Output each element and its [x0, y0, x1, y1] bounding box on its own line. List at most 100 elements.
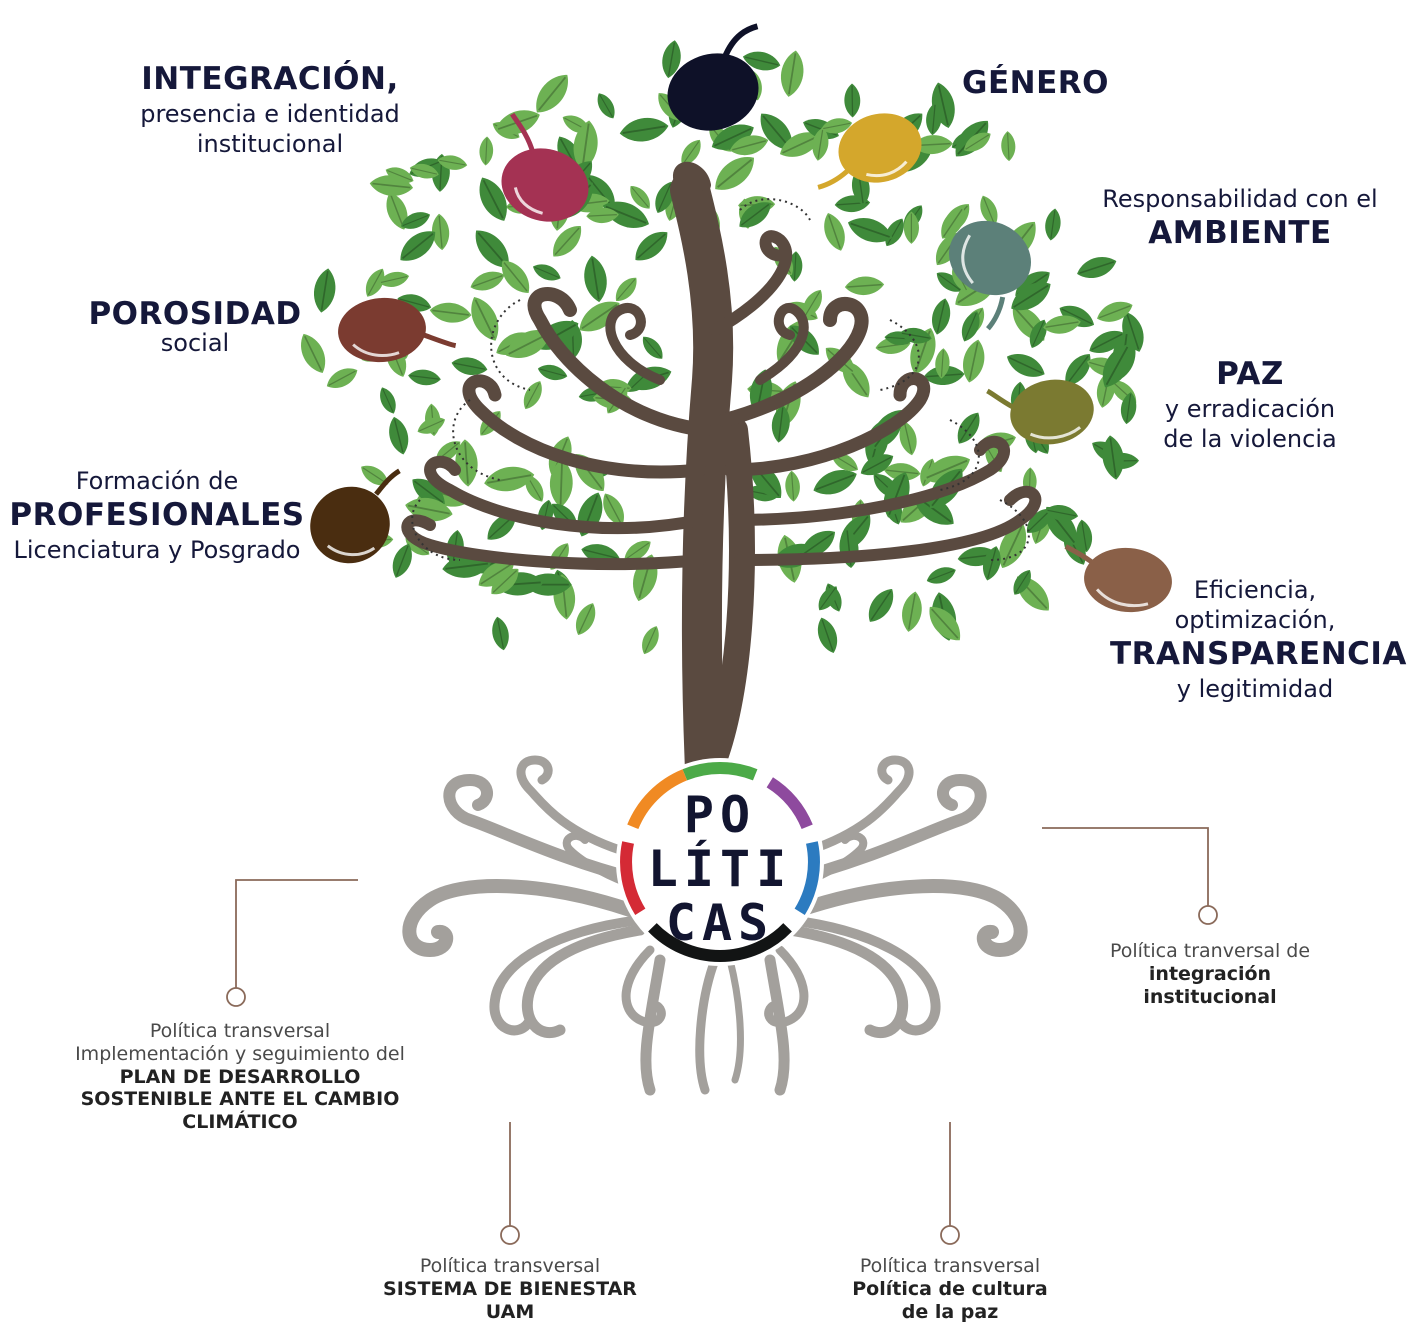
root-integracion-line1: Política tranversal de [1109, 940, 1311, 962]
leaf [999, 130, 1017, 163]
leaf [776, 47, 808, 100]
label-transparencia: Eficiencia, optimización, TRANSPARENCIA … [1110, 575, 1407, 704]
fruit-integracion [501, 112, 589, 222]
ring-segment [648, 923, 792, 962]
leaf [861, 583, 901, 628]
center-line-3: CAS [665, 894, 775, 952]
leaf [812, 614, 843, 657]
ring-segment [620, 841, 646, 915]
root-cultura-bold2: de la paz [901, 1300, 999, 1323]
label-profesionales-title: PROFESIONALES [9, 497, 305, 533]
root-cultura-bold1: Política de cultura [852, 1277, 1048, 1300]
root-cultura-line1: Política transversal [859, 1255, 1041, 1277]
ring-segment [794, 841, 820, 915]
label-transparencia-pre2: optimización, [1174, 606, 1336, 634]
label-ambiente-pre: Responsabilidad con el [1102, 185, 1378, 213]
leaf [322, 362, 362, 395]
ring-segment [627, 769, 688, 830]
root-bienestar-bold1: SISTEMA DE BIENESTAR [383, 1277, 637, 1300]
label-transparencia-title: TRANSPARENCIA [1110, 636, 1407, 672]
root-label-plan: Política transversal Implementación y se… [40, 1020, 440, 1134]
label-paz-line2: de la violencia [1163, 424, 1337, 453]
leaf [518, 377, 548, 414]
leaf [449, 353, 490, 379]
leaf [617, 113, 672, 146]
leaf [478, 135, 495, 167]
label-ambiente-title: AMBIENTE [1148, 215, 1332, 251]
connectors [226, 827, 1218, 1245]
leaf [527, 66, 578, 121]
label-integracion: INTEGRACIÓN, presencia e identidad insti… [120, 60, 420, 159]
label-profesionales-pre: Formación de [75, 467, 239, 495]
label-porosidad-title: POROSIDAD [88, 296, 302, 332]
label-porosidad-line1: social [160, 328, 230, 357]
leaf [529, 259, 564, 286]
fruit-genero [817, 113, 922, 190]
leaf [356, 459, 393, 492]
leaf [1002, 346, 1050, 384]
leaf [1042, 206, 1064, 243]
leaf [488, 614, 513, 653]
leaf [545, 218, 589, 264]
label-paz-title: PAZ [1216, 356, 1284, 392]
label-integracion-line2: institucional [196, 129, 344, 158]
leaf [610, 272, 643, 307]
leaf [384, 413, 413, 458]
center-line-2: LÍTI [647, 840, 793, 898]
label-profesionales: Formación de PROFESIONALES Licenciatura … [2, 466, 312, 565]
leaf [580, 253, 611, 305]
fruit-ambiente [949, 220, 1031, 331]
root-plan-bold1: PLAN DE DESARROLLO [119, 1065, 361, 1088]
fruit-transparencia [1064, 544, 1172, 613]
leaf [958, 336, 990, 386]
label-transparencia-line1: y legitimidad [1176, 674, 1334, 703]
leaf [466, 266, 509, 296]
root-integracion-bold1: integración [1148, 962, 1272, 985]
root-plan-bold3: CLIMÁTICO [182, 1111, 298, 1134]
label-paz: PAZ y erradicación de la violencia [1140, 355, 1360, 454]
tree-trunk [401, 161, 1042, 790]
fruits [310, 23, 1172, 613]
leaf [898, 589, 926, 635]
politicas-center-text: PO LÍTI CAS [620, 788, 820, 950]
leaf [570, 599, 602, 640]
leaf [375, 384, 401, 417]
leaf [783, 469, 802, 503]
label-integracion-title: INTEGRACIÓN, [141, 61, 399, 97]
leaf [706, 147, 763, 200]
label-genero: GÉNERO [962, 64, 1109, 103]
fruit-paz [986, 379, 1094, 445]
leaf [637, 331, 668, 364]
label-paz-line1: y erradicación [1164, 394, 1336, 423]
leaf [636, 622, 664, 658]
leaf [592, 89, 620, 123]
leaf [843, 82, 862, 119]
fruit-porosidad [338, 297, 457, 363]
label-profesionales-line1: Licenciatura y Posgrado [13, 535, 301, 564]
label-transparencia-pre1: Eficiencia, [1193, 576, 1317, 604]
root-label-integracion: Política tranversal de integración insti… [1070, 940, 1350, 1008]
root-label-cultura-paz: Política transversal Política de cultura… [800, 1255, 1100, 1323]
fruit-profesionales [310, 468, 401, 564]
leaf [1073, 251, 1121, 284]
ring-segment [682, 762, 758, 781]
root-integracion-bold2: institucional [1143, 985, 1277, 1008]
leaf [462, 291, 507, 347]
dotted-accents [411, 198, 1030, 561]
leaf [1098, 433, 1128, 483]
label-integracion-line1: presencia e identidad [140, 99, 400, 128]
label-genero-title: GÉNERO [962, 65, 1109, 101]
leaf [406, 367, 443, 388]
root-plan-line2: Implementación y seguimiento del [75, 1042, 405, 1065]
root-bienestar-bold2: UAM [485, 1300, 535, 1323]
leaf [628, 223, 675, 269]
root-label-bienestar: Política transversal SISTEMA DE BIENESTA… [360, 1255, 660, 1323]
leaf [923, 562, 959, 589]
fruit-top [667, 23, 759, 131]
label-ambiente: Responsabilidad con el AMBIENTE [1085, 184, 1395, 253]
leaf [309, 265, 340, 316]
politicas-ring [616, 758, 824, 966]
center-line-1: PO [683, 786, 757, 844]
label-porosidad: POROSIDAD social [82, 298, 308, 356]
